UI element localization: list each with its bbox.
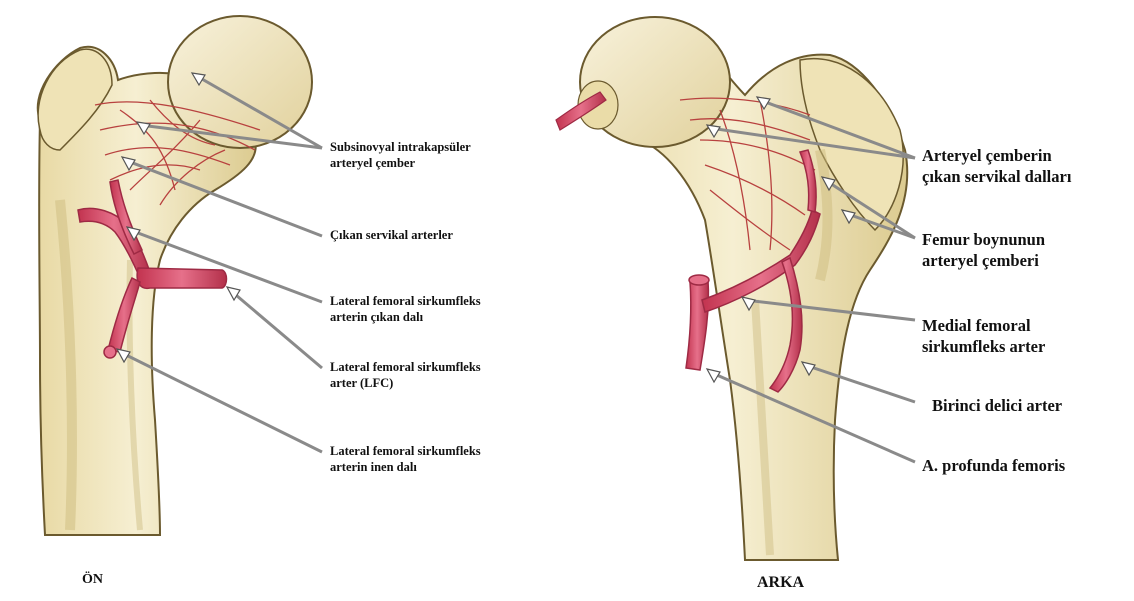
front-femur [38,16,322,535]
label-line: arteryel çemberi [922,251,1045,272]
back-profunda-femoris [686,280,708,370]
label-ascending-cervical-branches: Arteryel çemberin çıkan servikal dalları [922,146,1071,187]
label-line: arteryel çember [330,156,471,172]
label-line: Lateral femoral sirkumfleks [330,360,481,376]
back-profunda-cut-end [689,275,709,285]
label-first-perforating-artery: Birinci delici arter [932,396,1062,417]
label-line: arterin inen dalı [330,460,481,476]
label-line: Arteryel çemberin [922,146,1071,167]
label-line: Birinci delici arter [932,396,1062,417]
label-lfc-ascending-branch: Lateral femoral sirkumfleks arterin çıka… [330,294,481,325]
label-ascending-cervical-arteries: Çıkan servikal arterler [330,228,453,244]
label-line: Femur boynunun [922,230,1045,251]
label-subsynovial-ring: Subsinovyal intrakapsüler arteryel çembe… [330,140,471,171]
label-line: çıkan servikal dalları [922,167,1071,188]
front-lfc-trunk [137,268,226,288]
label-line: sirkumfleks arter [922,337,1045,358]
label-line: Lateral femoral sirkumfleks [330,294,481,310]
label-line: Lateral femoral sirkumfleks [330,444,481,460]
label-line: Subsinovyal intrakapsüler [330,140,471,156]
front-view-label: ÖN [82,572,103,588]
back-femur [556,17,915,560]
label-line: Medial femoral [922,316,1045,337]
label-line: Çıkan servikal arterler [330,228,453,244]
front-lfc-cut-end [104,346,116,358]
label-line: arterin çıkan dalı [330,310,481,326]
label-lfc: Lateral femoral sirkumfleks arter (LFC) [330,360,481,391]
label-mfc-artery: Medial femoral sirkumfleks arter [922,316,1045,357]
label-lfc-descending-branch: Lateral femoral sirkumfleks arterin inen… [330,444,481,475]
label-profunda-femoris: A. profunda femoris [922,456,1065,477]
label-neck-arterial-ring: Femur boynunun arteryel çemberi [922,230,1045,271]
back-view-label: ARKA [757,574,804,592]
label-line: arter (LFC) [330,376,481,392]
label-line: A. profunda femoris [922,456,1065,477]
